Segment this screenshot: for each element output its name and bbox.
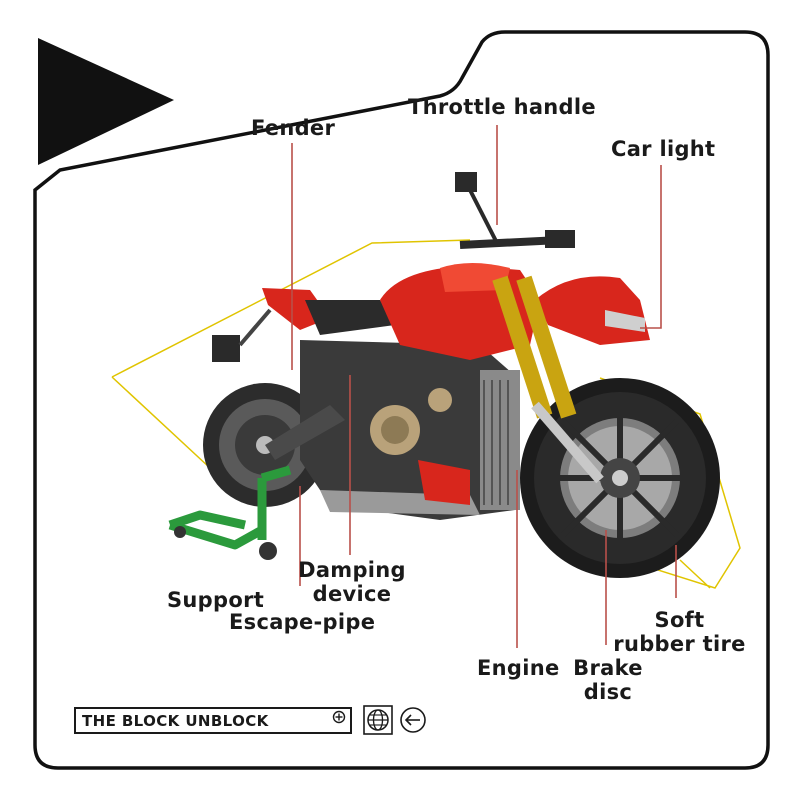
label-soft-rubber-tire: Soft rubber tire [612, 608, 747, 656]
play-triangle-icon[interactable] [38, 38, 174, 165]
leader-car-light [640, 165, 662, 329]
label-tire-line2: rubber tire [613, 632, 746, 656]
label-damping-line1: Damping [298, 558, 406, 582]
label-damping-device: Damping device [296, 558, 408, 606]
back-arrow-icon[interactable] [400, 707, 426, 733]
label-damping-line2: device [312, 582, 392, 606]
motorcycle-illustration [168, 172, 720, 578]
label-car-light: Car light [611, 137, 716, 161]
label-fender: Fender [251, 116, 336, 140]
highlight-outline [111, 239, 741, 589]
globe-icon[interactable] [363, 705, 393, 735]
label-brake-line1: Brake [573, 656, 643, 680]
brand-banner[interactable]: THE BLOCK UNBLOCK [74, 707, 352, 734]
label-brake-disc: Brake disc [568, 656, 648, 704]
label-support: Support [167, 588, 265, 612]
label-throttle-handle: Throttle handle [408, 95, 596, 119]
label-brake-line2: disc [583, 680, 633, 704]
plus-circle-icon[interactable] [332, 710, 346, 724]
label-escape-pipe: Escape-pipe [229, 610, 376, 634]
label-tire-line1: Soft [654, 608, 705, 632]
brand-name: THE BLOCK UNBLOCK [82, 712, 269, 730]
label-engine: Engine [477, 656, 560, 680]
